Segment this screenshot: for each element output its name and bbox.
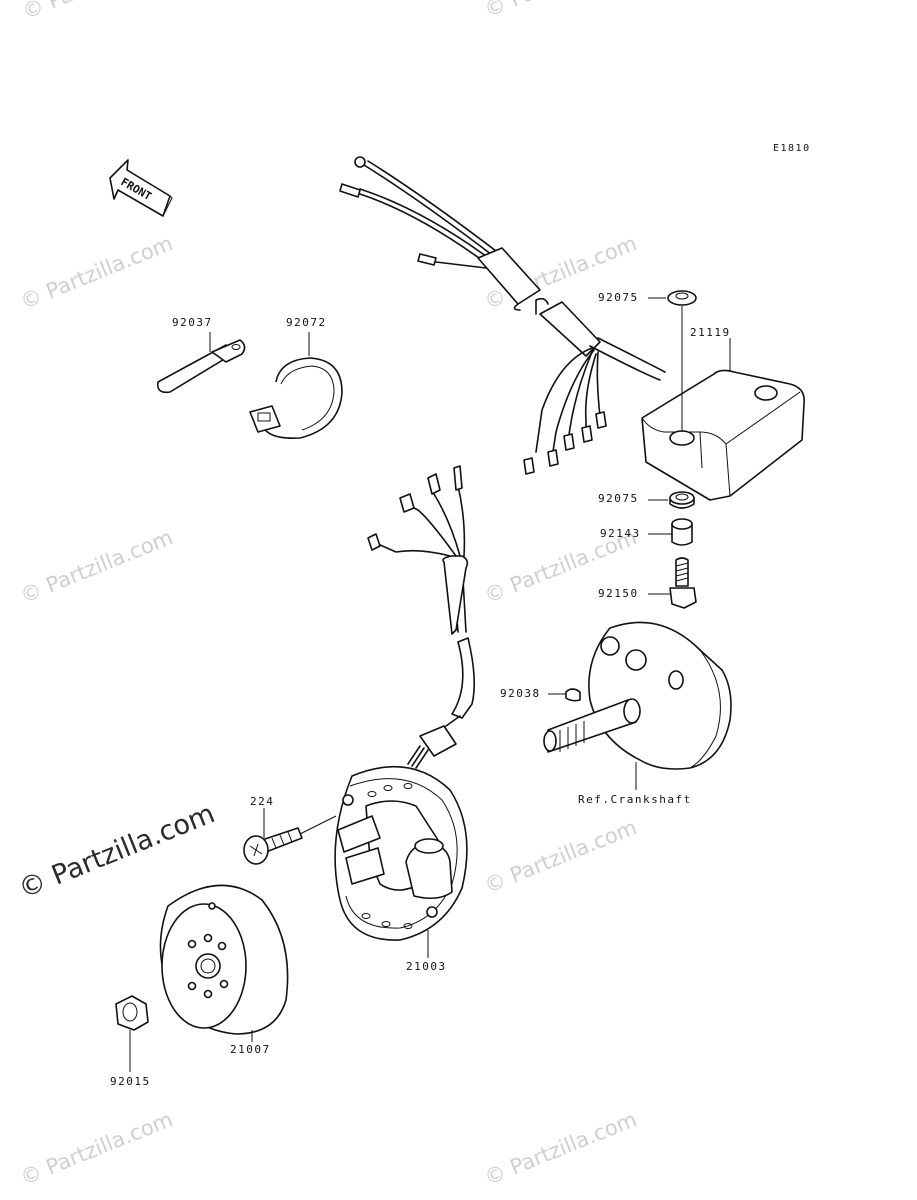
label-21007: 21007 (230, 1043, 271, 1056)
label-ref-crankshaft: Ref.Crankshaft (578, 793, 692, 806)
part-21003-stator (334, 465, 476, 958)
label-21119: 21119 (690, 326, 731, 339)
part-92075-washer-top (648, 290, 697, 306)
part-92038-key (548, 688, 581, 702)
label-224: 224 (250, 795, 275, 808)
diagram-code: E1810 (773, 143, 811, 154)
label-92037: 92037 (172, 316, 213, 329)
part-21119-regulator (641, 306, 806, 501)
label-92072: 92072 (286, 316, 327, 329)
label-92015: 92015 (110, 1075, 151, 1088)
label-21003: 21003 (406, 960, 447, 973)
label-92075-top: 92075 (598, 291, 639, 304)
part-92015-nut (115, 995, 149, 1072)
part-92072-band (249, 332, 343, 439)
part-92037-strap (156, 332, 246, 394)
crankshaft-reference (543, 621, 732, 790)
part-21119-wiring-harness (339, 156, 666, 475)
label-92150: 92150 (598, 587, 639, 600)
part-224-screw (243, 808, 337, 865)
front-arrow-icon: FRONT (109, 159, 173, 217)
label-92143: 92143 (600, 527, 641, 540)
part-92143-collar (648, 518, 693, 546)
label-92075-bottom: 92075 (598, 492, 639, 505)
label-92038: 92038 (500, 687, 541, 700)
part-92075-grommet-bottom (648, 491, 695, 509)
part-21007-flywheel (159, 884, 289, 1042)
part-92150-bolt (648, 557, 697, 609)
